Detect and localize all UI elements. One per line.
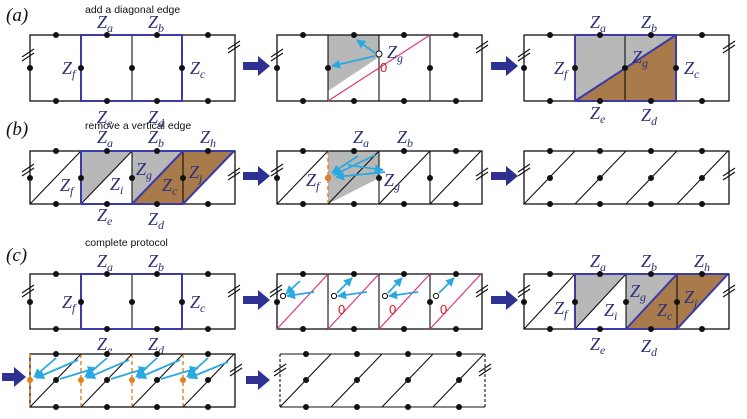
svg-text:0: 0 bbox=[338, 302, 345, 317]
panel-label-a: (a) bbox=[6, 5, 28, 26]
svg-text:0: 0 bbox=[380, 60, 387, 75]
step-arrow-c4 bbox=[246, 370, 270, 390]
step-arrow-c2 bbox=[491, 290, 518, 310]
svg-text:Zc: Zc bbox=[190, 58, 206, 81]
svg-text:Zb: Zb bbox=[148, 251, 164, 274]
diagram-a3: Za Zb Zf Zg Zc Ze Zd bbox=[517, 12, 736, 128]
svg-text:Ze: Ze bbox=[590, 334, 606, 357]
svg-text:Zc: Zc bbox=[684, 58, 700, 81]
svg-text:Ze: Ze bbox=[97, 205, 113, 228]
svg-text:Zj: Zj bbox=[684, 287, 698, 310]
diagram-c5 bbox=[273, 351, 492, 410]
svg-text:Zb: Zb bbox=[641, 251, 657, 274]
step-arrow-a2 bbox=[491, 56, 518, 76]
diagram-a1: Za Zb Zf Zc Ze Zd bbox=[21, 12, 241, 130]
svg-text:Zf: Zf bbox=[62, 292, 77, 315]
svg-text:Zf: Zf bbox=[60, 175, 75, 198]
svg-text:Zf: Zf bbox=[306, 170, 321, 193]
diagram-c3: Za Zb Zh Zf Zg Zi Zc Zj Ze Zd bbox=[517, 251, 736, 359]
caption-a: add a diagonal edge bbox=[85, 4, 180, 16]
svg-text:Zi: Zi bbox=[110, 174, 123, 197]
svg-text:Zb: Zb bbox=[397, 127, 413, 150]
diagram-c4 bbox=[27, 351, 243, 410]
diagram-a2: Zg 0 bbox=[270, 32, 489, 104]
svg-text:Zf: Zf bbox=[554, 58, 569, 81]
svg-text:Za: Za bbox=[353, 127, 369, 150]
svg-text:Zb: Zb bbox=[641, 12, 657, 35]
svg-text:Zd: Zd bbox=[641, 336, 658, 359]
panel-label-b: (b) bbox=[6, 119, 28, 140]
svg-text:Zg: Zg bbox=[630, 281, 646, 304]
svg-text:Za: Za bbox=[590, 12, 606, 35]
svg-text:Ze: Ze bbox=[97, 334, 113, 357]
svg-text:Zd: Zd bbox=[148, 334, 165, 357]
diagram-c1: Za Zb Zf Zc Ze Zd bbox=[21, 251, 241, 357]
caption-c: complete protocol bbox=[85, 237, 168, 249]
svg-text:Zd: Zd bbox=[148, 107, 165, 130]
svg-text:Zc: Zc bbox=[190, 292, 206, 315]
svg-text:Zb: Zb bbox=[148, 12, 164, 35]
svg-text:Zc: Zc bbox=[162, 175, 178, 198]
svg-text:Zj: Zj bbox=[189, 162, 203, 185]
svg-text:Zd: Zd bbox=[641, 105, 658, 128]
step-arrow-c3 bbox=[2, 367, 26, 387]
svg-text:Zg: Zg bbox=[136, 159, 152, 182]
step-arrow-b1 bbox=[243, 166, 270, 186]
svg-text:0: 0 bbox=[440, 302, 447, 317]
diagram-b2: Za Zb Zf Zg bbox=[270, 127, 489, 207]
diagram-c2: 0 0 0 bbox=[269, 271, 489, 332]
svg-text:Zg: Zg bbox=[632, 47, 648, 70]
diagram-b3 bbox=[517, 148, 736, 207]
svg-text:Za: Za bbox=[590, 251, 606, 274]
svg-text:Zc: Zc bbox=[657, 300, 673, 323]
edge-marks bbox=[21, 40, 241, 62]
svg-text:Zf: Zf bbox=[554, 298, 569, 321]
svg-text:Zh: Zh bbox=[200, 127, 216, 150]
diagram-b1: Za Zb Zh Zf Zg Zi Zc Zj Ze Zd bbox=[21, 127, 241, 232]
svg-text:Zb: Zb bbox=[148, 127, 164, 150]
svg-text:Zd: Zd bbox=[148, 209, 165, 232]
svg-text:Za: Za bbox=[97, 12, 113, 35]
panel-label-c: (c) bbox=[6, 245, 27, 266]
svg-text:Zh: Zh bbox=[694, 251, 710, 274]
svg-text:Zi: Zi bbox=[604, 300, 617, 323]
caption-b: remove a vertical edge bbox=[85, 120, 191, 132]
svg-text:Za: Za bbox=[97, 127, 113, 150]
svg-text:Zg: Zg bbox=[384, 170, 400, 193]
svg-text:Zg: Zg bbox=[387, 42, 403, 65]
svg-text:Ze: Ze bbox=[97, 107, 113, 130]
svg-text:Zf: Zf bbox=[62, 58, 77, 81]
step-arrow-c1 bbox=[243, 290, 270, 310]
svg-text:Za: Za bbox=[97, 251, 113, 274]
step-arrow-a1 bbox=[243, 56, 270, 76]
svg-text:Ze: Ze bbox=[590, 103, 606, 126]
step-arrow-b2 bbox=[491, 166, 518, 186]
svg-text:0: 0 bbox=[389, 302, 396, 317]
